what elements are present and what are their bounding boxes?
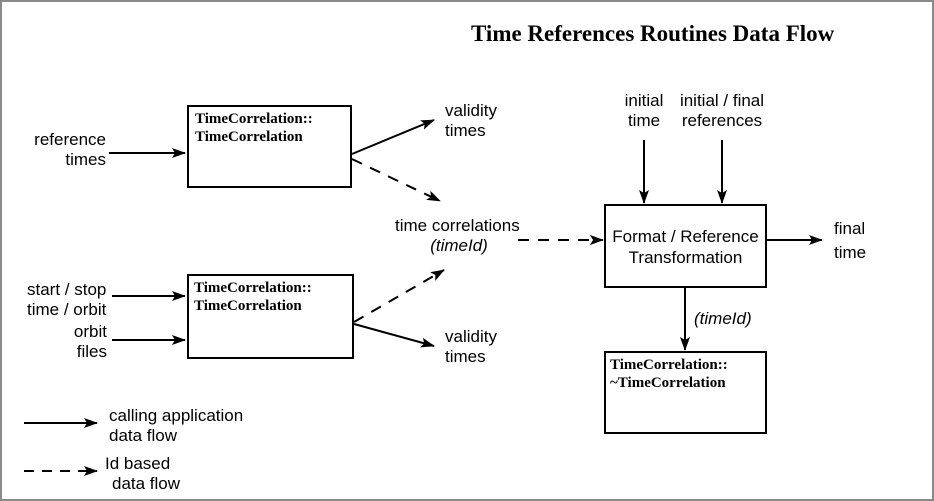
- label-initial-time-line2: time: [627, 111, 661, 130]
- label-validity-times-bottom-line1: validity: [445, 327, 497, 346]
- arrow-ctor-top-timecorr: [351, 158, 441, 202]
- box-format-line1: Format / Reference: [612, 227, 759, 246]
- label-validity-times-top-line2: times: [445, 121, 486, 140]
- label-validity-times-top-line1: validity: [445, 101, 497, 120]
- label-reference-times-line2: times: [65, 150, 106, 169]
- box-format-reference-transformation: [604, 204, 767, 288]
- label-validity-times-bottom-line2: times: [445, 347, 486, 366]
- label-initial-time-line1: initial: [624, 91, 664, 110]
- box-constructor-bottom-line2: TimeCorrelation: [194, 298, 302, 314]
- label-initial-final-references-line1: initial / final: [679, 91, 765, 110]
- box-constructor-top-line2: TimeCorrelation: [195, 129, 303, 145]
- box-timecorrelation-constructor-bottom: [187, 274, 354, 359]
- box-constructor-top-line1: TimeCorrelation::: [195, 111, 313, 127]
- box-format-line2: Transformation: [628, 248, 743, 267]
- label-reference-times-line1: reference: [34, 130, 106, 149]
- arrow-ctor-bottom-timecorr: [353, 269, 445, 323]
- box-destructor-line2: ~TimeCorrelation: [610, 375, 726, 391]
- legend-dashed-label-line2: data flow: [112, 474, 181, 493]
- label-timeid-vertical: (timeId): [694, 309, 752, 328]
- label-start-stop-line1: start / stop: [27, 280, 107, 299]
- label-time-correlations-timeid: (timeId): [430, 236, 488, 255]
- arrow-ctor-bottom-validity: [353, 323, 435, 348]
- label-initial-final-references-line2: references: [681, 111, 763, 130]
- label-start-stop-line2: time / orbit: [27, 300, 107, 319]
- label-final-time-line2: time: [834, 243, 867, 262]
- legend-dashed-label-line1: Id based: [105, 454, 171, 473]
- label-orbit-files-line2: files: [76, 342, 107, 361]
- box-timecorrelation-constructor-top: [187, 105, 352, 188]
- page-title: Time References Routines Data Flow: [471, 21, 835, 46]
- box-destructor-line1: TimeCorrelation::: [610, 357, 728, 373]
- label-time-correlations-line1: time correlations: [395, 216, 520, 235]
- legend-solid-label-line2: data flow: [109, 426, 178, 445]
- legend-solid-label-line1: calling application: [109, 406, 244, 425]
- arrow-ctor-top-validity: [351, 119, 435, 155]
- box-timecorrelation-destructor: [604, 351, 767, 434]
- box-constructor-bottom-line1: TimeCorrelation::: [194, 280, 312, 296]
- label-final-time-line1: final: [834, 219, 866, 238]
- label-orbit-files-line1: orbit: [73, 322, 107, 341]
